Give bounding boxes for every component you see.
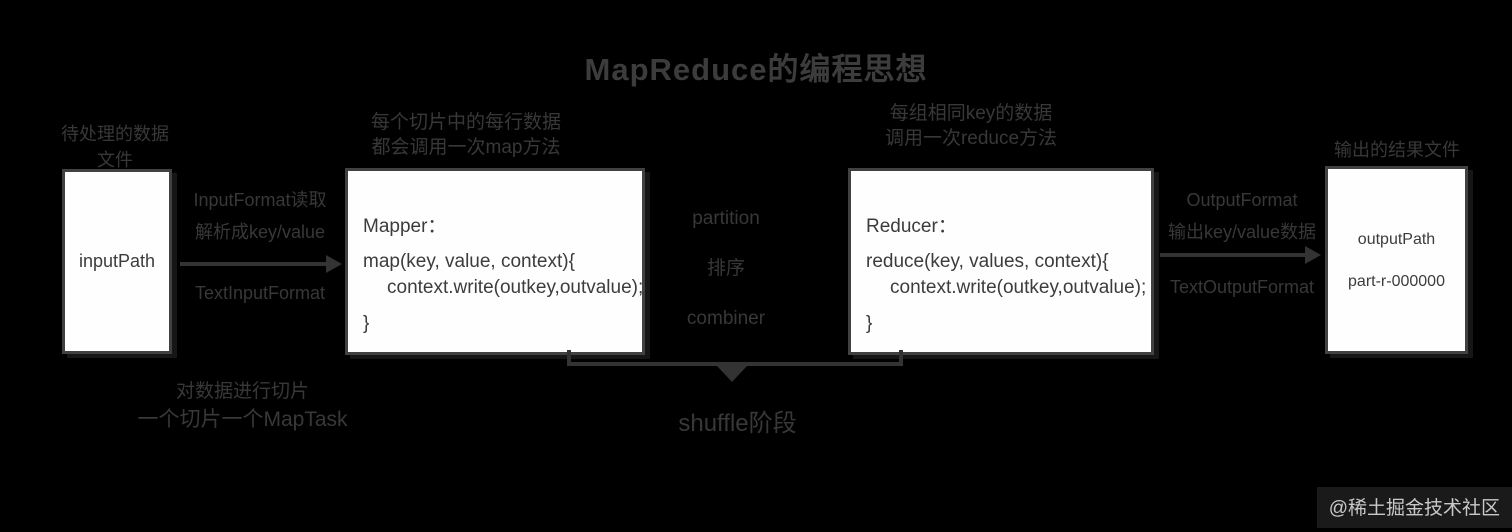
- left-connector-below-line1: TextInputFormat: [194, 283, 326, 303]
- input-above-label: 待处理的数据 文件: [30, 121, 200, 173]
- left-arrow-head-icon: [326, 255, 342, 273]
- output-path-box: outputPath part-r-000000: [1325, 166, 1468, 354]
- right-connector-below-line1: TextOutputFormat: [1169, 277, 1315, 297]
- input-above-line1: 待处理的数据: [61, 124, 169, 144]
- reducer-code-line3: }: [866, 313, 873, 334]
- left-connector-below-label: TextInputFormat: [176, 280, 344, 306]
- left-arrow-shaft: [180, 262, 327, 266]
- reducer-box: Reducer： reduce(key, values, context){ c…: [848, 168, 1154, 355]
- input-below-line2: 一个切片一个MapTask: [137, 408, 348, 431]
- output-file-label: part-r-000000: [1348, 273, 1445, 290]
- left-connector-above-line2: 解析成key/value: [194, 222, 326, 242]
- input-below-line1: 对数据进行切片: [175, 381, 309, 402]
- bracket-left-tick: [567, 350, 571, 364]
- reducer-code-line2: context.write(outkey,outvalue);: [890, 277, 1147, 298]
- right-connector-below-label: TextOutputFormat: [1156, 274, 1328, 300]
- shuffle-sort-label: 排序: [706, 258, 745, 279]
- mapper-code-line3: }: [363, 313, 370, 334]
- mapper-above-label: 每个切片中的每行数据 都会调用一次map方法: [335, 110, 597, 160]
- reducer-above-line1: 每组相同key的数据: [889, 103, 1053, 124]
- right-connector-above-line2: 输出key/value数据: [1167, 222, 1317, 242]
- left-connector-above-label: InputFormat读取 解析成key/value: [176, 187, 344, 245]
- shuffle-partition-label: partition: [692, 208, 760, 229]
- input-below-label: 对数据进行切片 一个切片一个MapTask: [125, 379, 360, 435]
- output-above-label: 输出的结果文件: [1334, 140, 1460, 160]
- right-arrow-shaft: [1160, 253, 1306, 257]
- bracket-line: [567, 362, 903, 366]
- reducer-title: Reducer：: [866, 216, 957, 237]
- right-connector-above-label: OutputFormat 输出key/value数据: [1156, 187, 1328, 245]
- input-above-line2: 文件: [97, 150, 133, 170]
- bracket-right-tick: [899, 350, 903, 364]
- mapper-box: Mapper： map(key, value, context){ contex…: [345, 168, 645, 355]
- mapper-above-line1: 每个切片中的每行数据: [370, 112, 561, 133]
- right-arrow-head-icon: [1305, 246, 1321, 264]
- shuffle-stage-label: shuffle阶段: [678, 410, 797, 437]
- input-path-label: inputPath: [78, 251, 156, 271]
- mapper-above-line2: 都会调用一次map方法: [371, 137, 561, 158]
- mapper-title: Mapper：: [363, 216, 447, 237]
- left-connector-above-line1: InputFormat读取: [193, 190, 327, 210]
- watermark: @稀土掘金技术社区: [1316, 487, 1512, 528]
- input-path-box: inputPath: [62, 169, 172, 354]
- reducer-code-line1: reduce(key, values, context){: [866, 251, 1109, 272]
- reducer-above-line2: 调用一次reduce方法: [884, 128, 1058, 149]
- bracket-pointer-icon: [717, 366, 747, 382]
- diagram-title: MapReduce的编程思想: [584, 52, 928, 87]
- mapper-code-line1: map(key, value, context){: [363, 251, 575, 272]
- output-path-label: outputPath: [1357, 231, 1436, 248]
- shuffle-combiner-label: combiner: [686, 308, 766, 329]
- mapper-code-line2: context.write(outkey,outvalue);: [387, 277, 644, 298]
- reducer-above-label: 每组相同key的数据 调用一次reduce方法: [840, 101, 1102, 151]
- right-connector-above-line1: OutputFormat: [1186, 190, 1298, 210]
